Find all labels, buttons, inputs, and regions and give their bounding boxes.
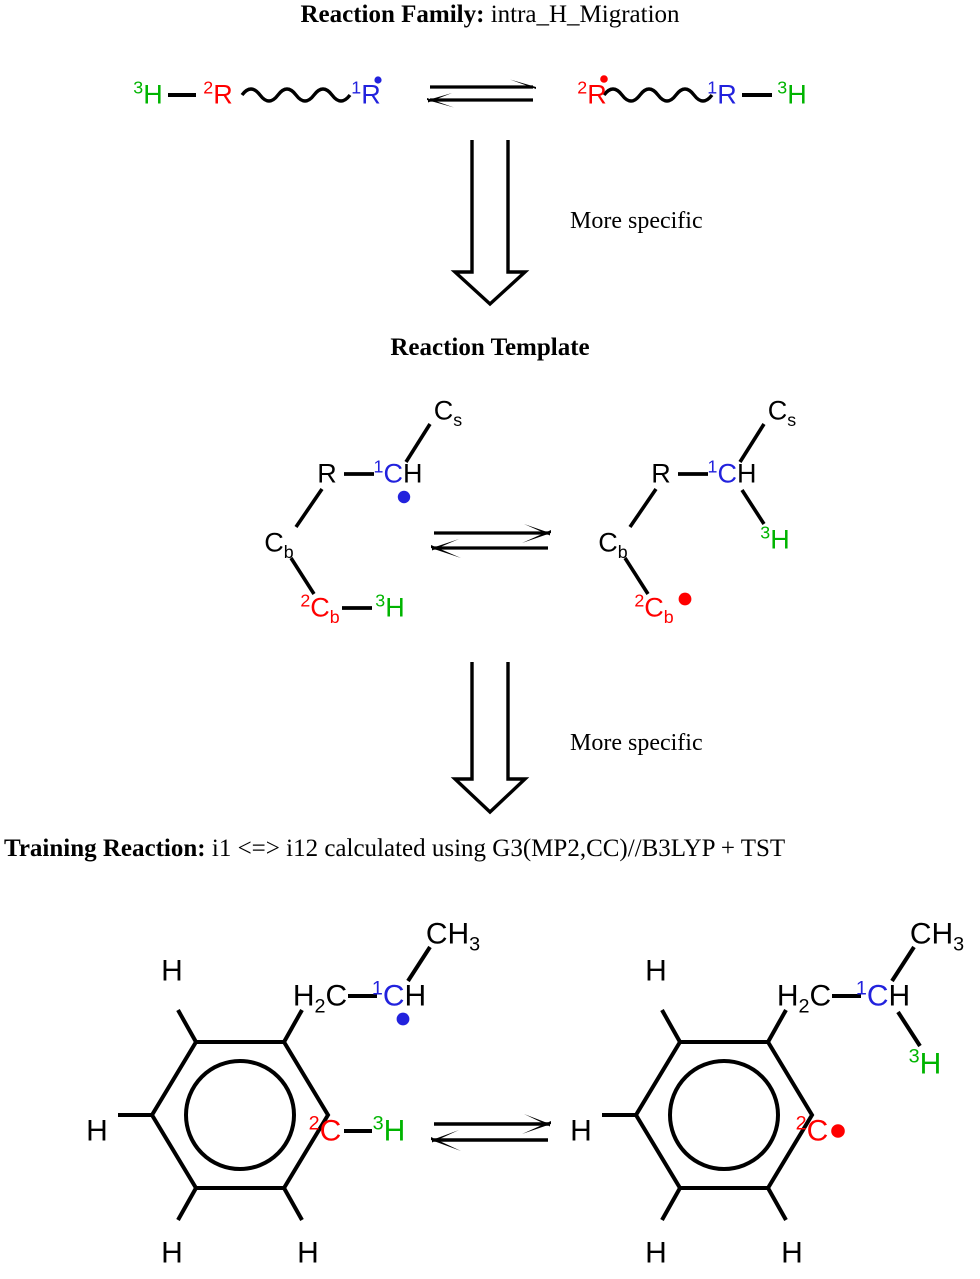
atom-label-c2-training-right: 2C <box>795 1112 829 1148</box>
atom-label-r1-right-family: 1R <box>707 77 737 110</box>
atom-label-ring-h-bottomright-training-left: H <box>297 1236 319 1270</box>
atom-label-cs-template-right: Cs <box>767 395 797 430</box>
radical-dot-red-right-family <box>600 75 608 83</box>
page-title-reaction-family: Reaction Family: intra_H_Migration <box>0 1 980 29</box>
atom-label-ch2-training-left: H2C <box>292 979 348 1018</box>
atom-label-r2-left-family: 2R <box>203 77 233 110</box>
atom-label-ch3-training-right: CH3 <box>909 917 965 956</box>
reaction-family-value: intra_H_Migration <box>484 1 680 28</box>
radical-dot-blue-left-family <box>374 76 382 84</box>
bond-ring-h-bottomleft-left <box>176 1187 198 1221</box>
bond-c1-ch3-left <box>406 945 432 983</box>
atom-label-ring-h-left-training-right: H <box>570 1114 592 1148</box>
radical-dot-blue-training-left <box>396 1012 410 1026</box>
section-title-reaction-template: Reaction Template <box>390 334 590 361</box>
atom-label-ch3-training-left: CH3 <box>425 917 481 956</box>
training-reaction-value: i1 <=> i12 calculated using G3(MP2,CC)//… <box>205 835 786 862</box>
bond-cs-c1-right <box>738 423 766 463</box>
squiggle-bond-left <box>240 87 352 103</box>
atom-label-h3-right-family: 3H <box>777 77 807 110</box>
template-structure-right <box>623 423 766 606</box>
atom-label-h3-left-family: 3H <box>133 77 163 110</box>
bond-r-cb-right <box>628 487 658 529</box>
atom-label-cs-template-left: Cs <box>433 395 463 430</box>
down-arrow-more-specific-1 <box>450 136 530 307</box>
benzene-ring-left <box>149 1040 331 1190</box>
down-arrow-more-specific-2 <box>450 658 530 815</box>
radical-dot-blue-template-left <box>397 490 411 504</box>
atom-label-c2b-template-left: 2Cb <box>300 590 340 627</box>
atom-label-c1h-training-left: 1CH <box>371 977 427 1013</box>
atom-label-ring-h-topleft-training-left: H <box>161 954 183 988</box>
atom-label-ring-h-bottomleft-training-right: H <box>645 1236 667 1270</box>
benzene-ring-right <box>633 1040 815 1190</box>
bond-cs-c1-left <box>404 423 432 463</box>
template-structure-left <box>289 423 432 610</box>
atom-label-r-template-right: R <box>651 458 671 489</box>
atom-label-cb-template-right: Cb <box>598 527 628 562</box>
equilibrium-arrow-training <box>431 1114 551 1151</box>
annotation-more-specific-1: More specific <box>570 208 703 234</box>
bond-ring-h-bottomright-left <box>282 1187 304 1221</box>
atom-label-ch2-training-right: H2C <box>776 979 832 1018</box>
bond-c1-h3-right <box>740 489 766 525</box>
atom-label-ring-h-bottomright-training-right: H <box>781 1236 803 1270</box>
radical-dot-red-template-right <box>678 592 692 606</box>
bond-ring-h-topleft-right <box>660 1009 682 1043</box>
atom-label-r2-right-family: 2R <box>577 77 607 110</box>
atom-label-c1h-template-right: 1CH <box>707 456 757 489</box>
atom-label-h3-template-left: 3H <box>375 590 405 623</box>
section-title-training-reaction: Training Reaction: i1 <=> i12 calculated… <box>4 835 980 863</box>
atom-label-h3-training-right: 3H <box>908 1045 942 1081</box>
bond-r-cb-left <box>294 487 324 529</box>
radical-dot-red-training-right <box>831 1124 845 1138</box>
atom-label-cb-template-left: Cb <box>264 527 294 562</box>
bond-ring-ch2-left <box>282 1009 304 1043</box>
atom-label-r-template-left: R <box>317 458 337 489</box>
atom-label-ring-h-left-training-left: H <box>86 1114 108 1148</box>
reaction-family-label: Reaction Family: <box>300 1 485 28</box>
bond-ring-h-bottomright-right <box>766 1187 788 1221</box>
atom-label-r1-left-family: 1R <box>351 77 381 110</box>
aromatic-circle-right <box>668 1059 780 1171</box>
atom-label-c2-training-left: 2C <box>308 1112 342 1148</box>
bond-ring-h-bottomleft-right <box>660 1187 682 1221</box>
training-structure-right <box>602 945 922 1221</box>
atom-label-h3-training-left: 3H <box>372 1112 406 1148</box>
bond-c1-ch3-right <box>890 945 916 983</box>
annotation-more-specific-2: More specific <box>570 730 703 756</box>
atom-label-c1h-template-left: 1CH <box>373 456 423 489</box>
equilibrium-arrow-family <box>427 79 536 108</box>
aromatic-circle-left <box>184 1059 296 1171</box>
bond-c1-h3-right <box>896 1010 922 1048</box>
squiggle-bond-right <box>602 87 714 103</box>
atom-label-ring-h-topleft-training-right: H <box>645 954 667 988</box>
atom-label-c1h-training-right: 1CH <box>855 977 911 1013</box>
atom-label-h3-template-right: 3H <box>760 522 790 555</box>
bond-cb-c2b-left <box>289 557 316 595</box>
bond-cb-c2b-right <box>623 557 650 595</box>
training-reaction-label: Training Reaction: <box>4 835 206 862</box>
training-structure-left <box>118 945 432 1221</box>
atom-label-ring-h-bottomleft-training-left: H <box>161 1236 183 1270</box>
bond-ring-h-topleft-left <box>176 1009 198 1043</box>
equilibrium-arrow-template <box>431 524 551 558</box>
bond-ring-ch2-right <box>766 1009 788 1043</box>
atom-label-c2b-template-right: 2Cb <box>634 590 674 627</box>
